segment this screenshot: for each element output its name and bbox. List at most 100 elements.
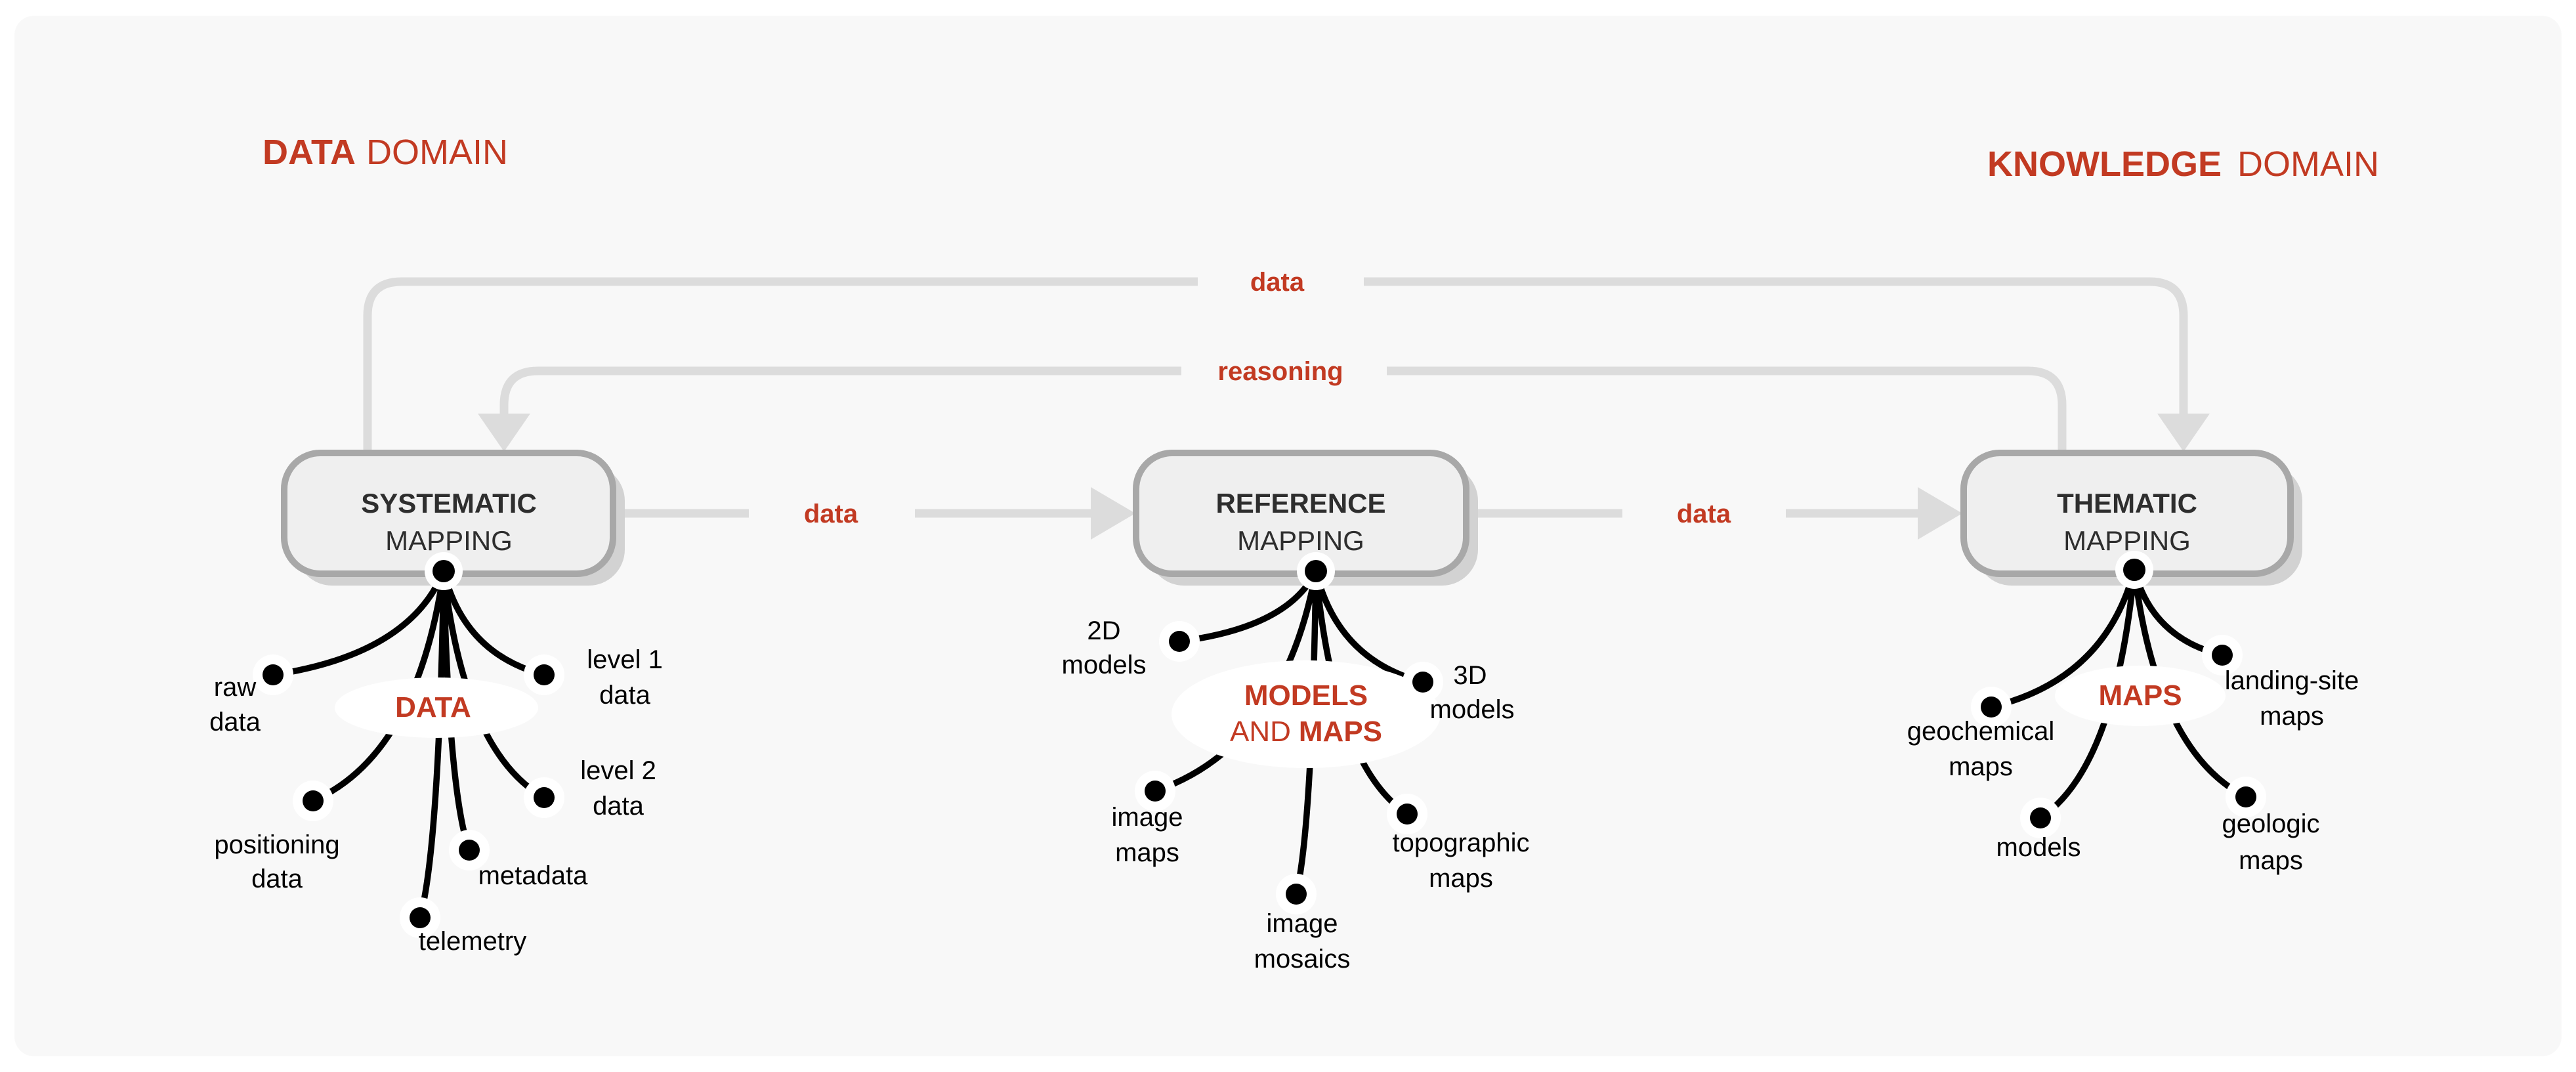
- node-dot: [1145, 781, 1166, 802]
- data-domain-header-rest: DOMAIN: [366, 133, 508, 172]
- node-label-models: models: [1996, 833, 2081, 862]
- data-feedback-loop: data: [363, 268, 2210, 453]
- node-label-3d-1: 3D: [1453, 661, 1487, 690]
- node-dots: [253, 621, 2266, 938]
- reference-branches: [1152, 568, 1426, 897]
- reference-hub-line1: MODELS: [1244, 679, 1368, 712]
- node-label-positioning-1: positioning: [214, 830, 339, 859]
- flow-data-label-2: data: [1677, 500, 1731, 528]
- branch-line: [1293, 568, 1319, 897]
- knowledge-domain-header-bold: KNOWLEDGE: [1987, 144, 2222, 184]
- reference-box-title-line2: MAPPING: [1237, 525, 1364, 556]
- systematic-hub-label: DATA: [395, 691, 471, 723]
- reasoning-loop-arrowhead-icon: [478, 414, 530, 452]
- flow-arrowhead-icon: [1918, 487, 1962, 540]
- systematic-hub: DATA: [335, 677, 538, 738]
- data-loop-right-segment: [1364, 277, 2188, 415]
- thematic-hub-label: MAPS: [2098, 679, 2182, 712]
- hub-ellipse: [2055, 666, 2226, 726]
- systematic-box-title-line1: SYSTEMATIC: [361, 488, 537, 519]
- node-label-telemetry: telemetry: [419, 927, 527, 956]
- node-dot: [410, 907, 431, 928]
- node-dot: [1412, 672, 1433, 693]
- node-dot: [459, 840, 480, 861]
- node-label-positioning-2: data: [251, 865, 303, 893]
- node-label-level2-1: level 2: [580, 756, 656, 785]
- node-label-landing-1: landing-site: [2225, 666, 2359, 695]
- data-loop-left-segment: [363, 277, 1198, 453]
- flow-systematic-to-reference: data: [614, 487, 1135, 540]
- hub-ellipse: [1172, 660, 1441, 768]
- branch-line: [1313, 568, 1426, 685]
- node-dot: [1981, 697, 2002, 718]
- reasoning-feedback-loop: reasoning: [478, 357, 2067, 453]
- hub-dot: [1305, 560, 1327, 582]
- node-dot: [2212, 645, 2233, 666]
- node-label-imagemaps-2: maps: [1115, 838, 1179, 867]
- branch-line: [417, 568, 447, 921]
- node-label-mosaics-2: mosaics: [1254, 945, 1351, 974]
- reference-hub-and: AND: [1230, 716, 1291, 748]
- knowledge-domain-header-rest: DOMAIN: [2237, 144, 2379, 184]
- reasoning-loop-right-segment: [1387, 366, 2067, 453]
- node-dot: [1169, 631, 1190, 652]
- reasoning-loop-left-segment: [499, 366, 1181, 415]
- thematic-node-labels: geochemical maps landing-site maps model…: [1907, 666, 2359, 875]
- data-loop-arrowhead-icon: [2157, 414, 2210, 452]
- node-dot: [2030, 807, 2051, 828]
- node-label-3d-2: models: [1430, 695, 1515, 724]
- node-label-level1-2: data: [599, 681, 651, 710]
- thematic-hub: MAPS: [2055, 666, 2226, 726]
- flow-arrowhead-icon: [1091, 487, 1135, 540]
- reference-node-labels: 2D models 3D models image maps image mos…: [1062, 616, 1530, 974]
- hub-ellipse: [335, 677, 538, 738]
- systematic-mapping-box: SYSTEMATIC MAPPING: [281, 450, 625, 590]
- thematic-mapping-box: THEMATIC MAPPING: [1960, 450, 2302, 589]
- node-label-metadata: metadata: [478, 861, 589, 890]
- data-domain-header-bold: DATA: [263, 133, 356, 172]
- node-label-raw-data-2: data: [209, 708, 261, 737]
- reference-hub-maps: MAPS: [1299, 716, 1382, 748]
- hub-dot: [433, 560, 455, 582]
- node-label-level2-2: data: [593, 792, 644, 821]
- node-label-geochem-2: maps: [1949, 752, 2013, 781]
- flow-reference-to-thematic: data: [1467, 487, 1962, 540]
- branch-line: [270, 568, 447, 678]
- node-dot: [263, 664, 284, 685]
- node-dot: [2235, 786, 2256, 807]
- node-label-imagemaps-1: image: [1112, 803, 1183, 832]
- node-label-geologic-2: maps: [2239, 846, 2303, 875]
- branch-line: [2037, 567, 2138, 821]
- node-dot: [534, 787, 555, 808]
- node-dot: [1286, 884, 1307, 905]
- thematic-box-title-line1: THEMATIC: [2057, 488, 2197, 519]
- node-label-topo-1: topographic: [1392, 828, 1529, 857]
- reference-mapping-box: REFERENCE MAPPING: [1133, 450, 1478, 590]
- node-dot: [534, 664, 555, 685]
- node-label-mosaics-1: image: [1267, 909, 1338, 938]
- hub-dot: [2123, 559, 2145, 581]
- node-dot: [303, 790, 324, 811]
- node-label-landing-2: maps: [2260, 702, 2324, 731]
- systematic-node-labels: raw data level 1 data positioning data t…: [209, 645, 663, 956]
- knowledge-domain-header: KNOWLEDGE DOMAIN: [1987, 144, 2379, 184]
- flow-data-label-1: data: [804, 500, 858, 528]
- node-label-geochem-1: geochemical: [1907, 717, 2055, 746]
- data-domain-header: DATA DOMAIN: [263, 133, 508, 172]
- node-label-geologic-1: geologic: [2222, 809, 2319, 838]
- reference-box-title-line1: REFERENCE: [1215, 488, 1385, 519]
- node-label-2d-2: models: [1062, 651, 1147, 679]
- data-loop-label: data: [1250, 268, 1305, 297]
- node-label-level1-1: level 1: [587, 645, 663, 674]
- node-label-raw-data-1: raw: [214, 673, 257, 702]
- node-label-2d-1: 2D: [1087, 616, 1120, 645]
- thematic-box-title-line2: MAPPING: [2063, 525, 2191, 556]
- branch-line: [1988, 567, 2138, 710]
- domain-headers: DATA DOMAIN KNOWLEDGE DOMAIN: [263, 133, 2379, 184]
- node-dot: [1397, 804, 1418, 825]
- node-label-topo-2: maps: [1429, 864, 1493, 893]
